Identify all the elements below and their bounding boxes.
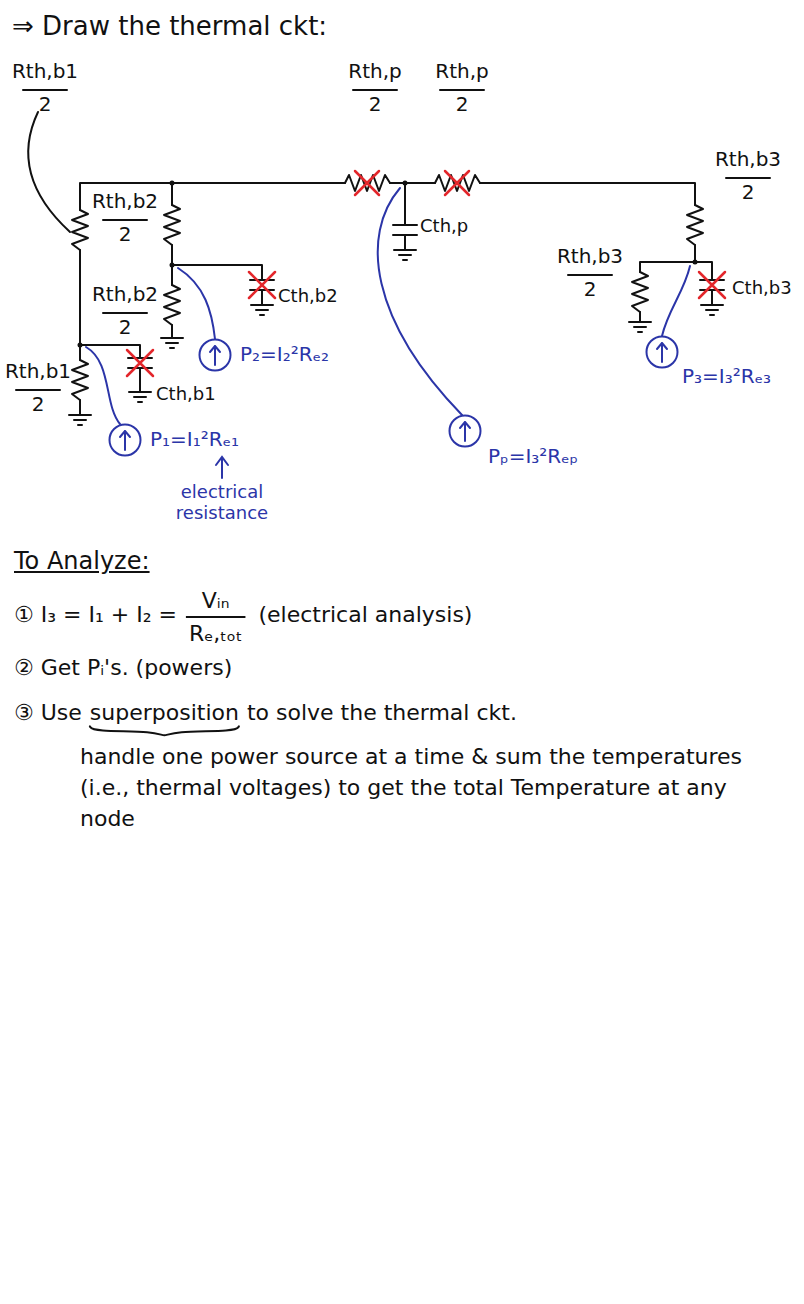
power-expression: Pₚ=I₃²Rₑₚ [488,445,578,468]
resistor-label: Rth,b1 [12,60,78,83]
fraction-numerator: Vᵢₙ [202,588,230,613]
cross-out [699,272,725,298]
ground-symbol [161,338,183,348]
capacitor-label: Cth,b1 [156,384,216,405]
wire [172,245,262,338]
wire [404,183,406,250]
resistor-label: Rth,b2 [92,283,158,306]
source-wire [662,266,690,336]
fraction-denominator: 2 [742,181,755,204]
power-expression: P₃=I₃²Rₑ₃ [682,365,771,388]
capacitor-label: Cth,b3 [732,278,792,299]
fraction-denominator: 2 [119,223,132,246]
resistor-symbol [632,272,648,312]
wire [640,245,712,322]
title: ⇒ Draw the thermal ckt: [12,12,327,42]
resistor-symbol [164,205,180,245]
power-source: P₃=I₃²Rₑ₃ [645,335,679,369]
bracket [28,112,70,232]
fraction-denominator: 2 [456,93,469,116]
resistor-label: Rth,b2 [92,190,158,213]
fraction-denominator: 2 [584,278,597,301]
equation: ① I₃ = I₁ + I₂ = [14,602,177,627]
fraction-denominator: 2 [369,93,382,116]
resistor-label: Rth,b1 [5,360,71,383]
step-text: ② Get Pᵢ's. (powers) [14,655,232,680]
fraction-bar [186,616,246,618]
annotation: electrical resistance [162,482,282,523]
note: (electrical analysis) [258,602,472,627]
cross-out [127,350,153,376]
current-source-symbol [448,414,482,448]
resistor-label: Rth,b3 [715,148,781,171]
ground-symbol [701,305,723,315]
source-wire [86,347,120,424]
fraction-denominator: Rₑ,ₜₒₜ [189,621,243,646]
power-source: Pₚ=I₃²Rₑₚ [448,414,482,448]
fraction-denominator: 2 [32,393,45,416]
power-source: P₁=I₁²Rₑ₁ [108,423,142,457]
fraction-denominator: 2 [39,93,52,116]
power-source: P₂=I₂²Rₑ₂ [198,338,232,372]
current-source-symbol [108,423,142,457]
resistor-label: Rth,b3 [557,245,623,268]
ground-symbol [69,415,91,425]
cross-out [355,171,379,195]
pointer-arrow [216,457,228,478]
wire [80,250,140,415]
cross-out [445,171,469,195]
fraction-bar [16,90,770,390]
capacitor-symbol [393,225,417,235]
resistor-symbol [164,285,180,325]
underbrace [90,726,239,735]
step-text: to solve the thermal ckt. [247,700,517,725]
ground-symbol [394,250,416,260]
ground-symbol [129,392,151,402]
key-term: superposition [90,700,239,725]
ground-symbol [251,305,273,315]
power-expression: P₁=I₁²Rₑ₁ [150,428,239,451]
ground-symbol [629,322,651,332]
resistor-label: Rth,p [435,60,488,83]
fraction-denominator: 2 [119,316,132,339]
resistor-symbol [687,205,703,245]
resistor-symbol [72,210,88,250]
resistor-symbol [72,360,88,400]
current-source-symbol [198,338,232,372]
cross-out [249,272,275,298]
capacitor-label: Cth,b2 [278,286,338,307]
step-text: ③ Use [14,700,82,725]
current-source-symbol [645,335,679,369]
body-text: handle one power source at a time & sum … [80,742,780,834]
source-wire [178,268,215,339]
capacitor-label: Cth,p [420,216,468,237]
resistor-label: Rth,p [348,60,401,83]
power-expression: P₂=I₂²Rₑ₂ [240,343,329,366]
section-heading: To Analyze: [14,548,150,576]
